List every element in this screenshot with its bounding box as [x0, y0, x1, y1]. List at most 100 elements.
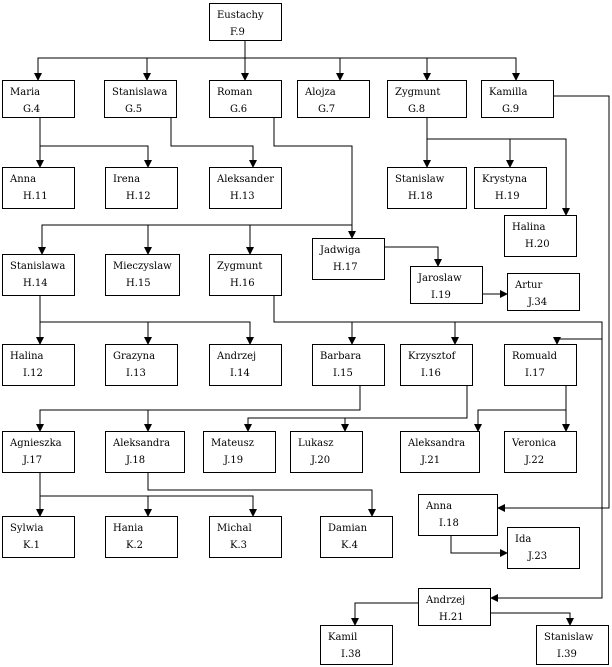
person-name: Romuald [512, 351, 558, 362]
connector-F.9-to-G.4 [34, 41, 246, 81]
person-code: H.14 [23, 278, 48, 289]
person-code: F.9 [230, 27, 245, 38]
person-code: I.16 [421, 368, 441, 379]
person-code: H.13 [230, 191, 255, 202]
connector-F.9-to-G.8 [340, 57, 431, 81]
person-code: K.1 [23, 540, 41, 551]
person-name: Hania [113, 523, 144, 534]
person-code: H.21 [439, 612, 464, 623]
person-name: Stanislawa [112, 87, 168, 98]
connector-G.6-to-H.17 [273, 118, 356, 239]
person-name: Stanislaw [395, 174, 445, 185]
person-name: Stanislawa [10, 261, 66, 272]
connector-I.17-to-J.21 [474, 386, 567, 432]
connector-G.9-to-I.18 [497, 95, 610, 512]
person-name: Kamilla [489, 87, 528, 98]
person-name: Anna [10, 174, 37, 185]
person-name: Sylwia [10, 523, 44, 534]
person-code: G.9 [502, 104, 520, 115]
person-code: G.4 [23, 104, 41, 115]
person-code: J.34 [528, 297, 548, 308]
connector-H.16-to-H.21 [490, 339, 603, 602]
connector-G.8-to-H.20 [510, 138, 570, 216]
person-code: H.18 [408, 191, 433, 202]
connector-H.16-to-I.15 [273, 296, 356, 345]
person-name: Lukasz [298, 438, 334, 449]
connector-H.17-to-I.19 [385, 246, 442, 267]
person-name: Alojza [305, 87, 336, 98]
person-code: J.23 [528, 551, 548, 562]
person-code: H.15 [126, 278, 151, 289]
person-name: Veronica [512, 438, 557, 449]
connector-I.16-to-J.19 [244, 386, 468, 432]
connector-H.16-to-I.16 [352, 321, 459, 345]
person-name: Jaroslaw [418, 273, 462, 284]
person-code: H.12 [126, 191, 151, 202]
person-name: Aleksandra [408, 438, 466, 449]
person-name: Damian [328, 523, 368, 534]
connector-G.5-to-H.13 [170, 118, 257, 168]
person-name: Irena [113, 174, 141, 185]
person-code: H.17 [333, 262, 358, 273]
person-name: Eustachy [217, 10, 264, 21]
person-name: Zygmunt [395, 87, 441, 98]
person-code: K.2 [126, 540, 144, 551]
connector-G.4-to-H.12 [40, 145, 152, 168]
person-name: Halina [10, 351, 44, 362]
person-code: I.19 [431, 290, 451, 301]
person-name: Andrzej [217, 351, 257, 362]
person-code: H.20 [525, 239, 550, 250]
connector-J.17-to-K.2 [40, 495, 152, 517]
connector-H.21-to-I.38 [351, 602, 418, 626]
person-code: I.18 [439, 518, 459, 529]
person-name: Roman [217, 87, 253, 98]
person-code: J.20 [311, 455, 331, 466]
connector-J.17-to-K.3 [148, 495, 257, 517]
person-code: G.5 [125, 104, 143, 115]
person-name: Mieczyslaw [113, 261, 172, 272]
connector-H.16-to-I.17 [455, 321, 603, 345]
person-code: G.8 [408, 104, 426, 115]
person-name: Zygmunt [217, 261, 263, 272]
connector-H.21-to-I.39 [491, 612, 574, 626]
person-code: J.22 [525, 455, 545, 466]
person-code: G.6 [230, 104, 248, 115]
person-code: H.16 [230, 278, 255, 289]
person-code: K.4 [341, 540, 359, 551]
person-code: J.18 [126, 455, 146, 466]
connector-I.15-to-J.17 [36, 386, 361, 432]
person-name: Anna [426, 501, 453, 512]
connector-G.6-to-H.14 [38, 224, 352, 255]
connector-H.14-to-I.13 [40, 321, 152, 345]
person-name: Artur [515, 280, 543, 291]
person-name: Krzysztof [408, 351, 456, 362]
person-name: Jadwiga [320, 245, 361, 256]
person-code: I.13 [126, 368, 146, 379]
